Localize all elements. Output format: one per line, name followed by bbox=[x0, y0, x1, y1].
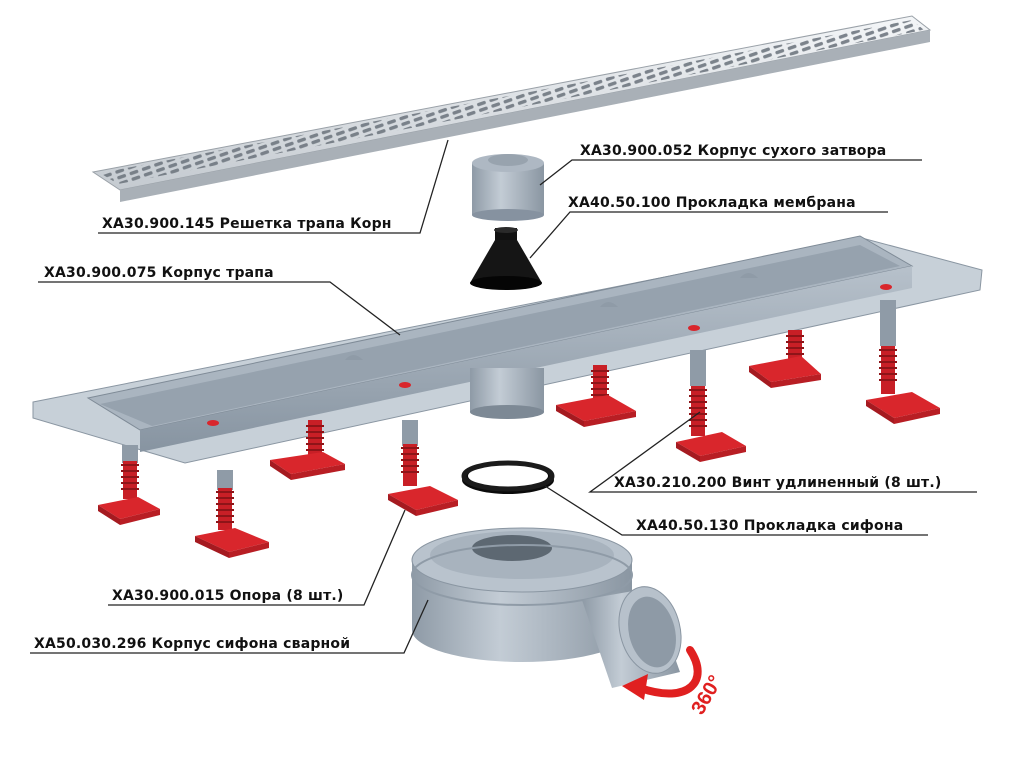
support bbox=[195, 470, 269, 558]
leader-grate bbox=[98, 139, 449, 234]
support bbox=[556, 365, 636, 427]
grate bbox=[91, 15, 932, 202]
label-grate: XA30.900.145 Решетка трапа Корн bbox=[102, 216, 392, 232]
label-long-screw: XA30.210.200 Винт удлиненный (8 шт.) bbox=[614, 475, 942, 491]
support bbox=[749, 330, 821, 388]
leader-membrane bbox=[529, 211, 888, 259]
label-siphon-gasket: XA40.50.130 Прокладка сифона bbox=[636, 518, 904, 534]
leader-dry-seal bbox=[539, 159, 922, 186]
support bbox=[388, 420, 458, 516]
label-dry-seal-body: XA30.900.052 Корпус сухого затвора bbox=[580, 143, 887, 159]
leader-drain-body bbox=[38, 281, 401, 336]
membrane-gasket bbox=[470, 227, 542, 290]
support bbox=[866, 300, 940, 424]
label-drain-body: XA30.900.075 Корпус трапа bbox=[44, 265, 274, 281]
support bbox=[98, 445, 160, 525]
supports bbox=[98, 300, 940, 558]
leader-siphon-body bbox=[30, 599, 429, 654]
support bbox=[270, 420, 345, 480]
siphon-body bbox=[411, 527, 682, 688]
leader-support bbox=[108, 509, 406, 606]
drain-body bbox=[32, 235, 983, 464]
label-support: XA30.900.015 Опора (8 шт.) bbox=[112, 588, 344, 604]
siphon-gasket bbox=[461, 460, 555, 494]
leader-lines bbox=[30, 139, 977, 654]
label-siphon-body: XA50.030.296 Корпус сифона сварной bbox=[34, 636, 351, 652]
label-membrane-gasket: XA40.50.100 Прокладка мембрана bbox=[568, 195, 856, 211]
leader-long-screw bbox=[588, 411, 977, 493]
leader-siphon-gasket bbox=[544, 485, 928, 536]
dry-seal-body bbox=[472, 154, 544, 221]
support bbox=[676, 350, 746, 462]
